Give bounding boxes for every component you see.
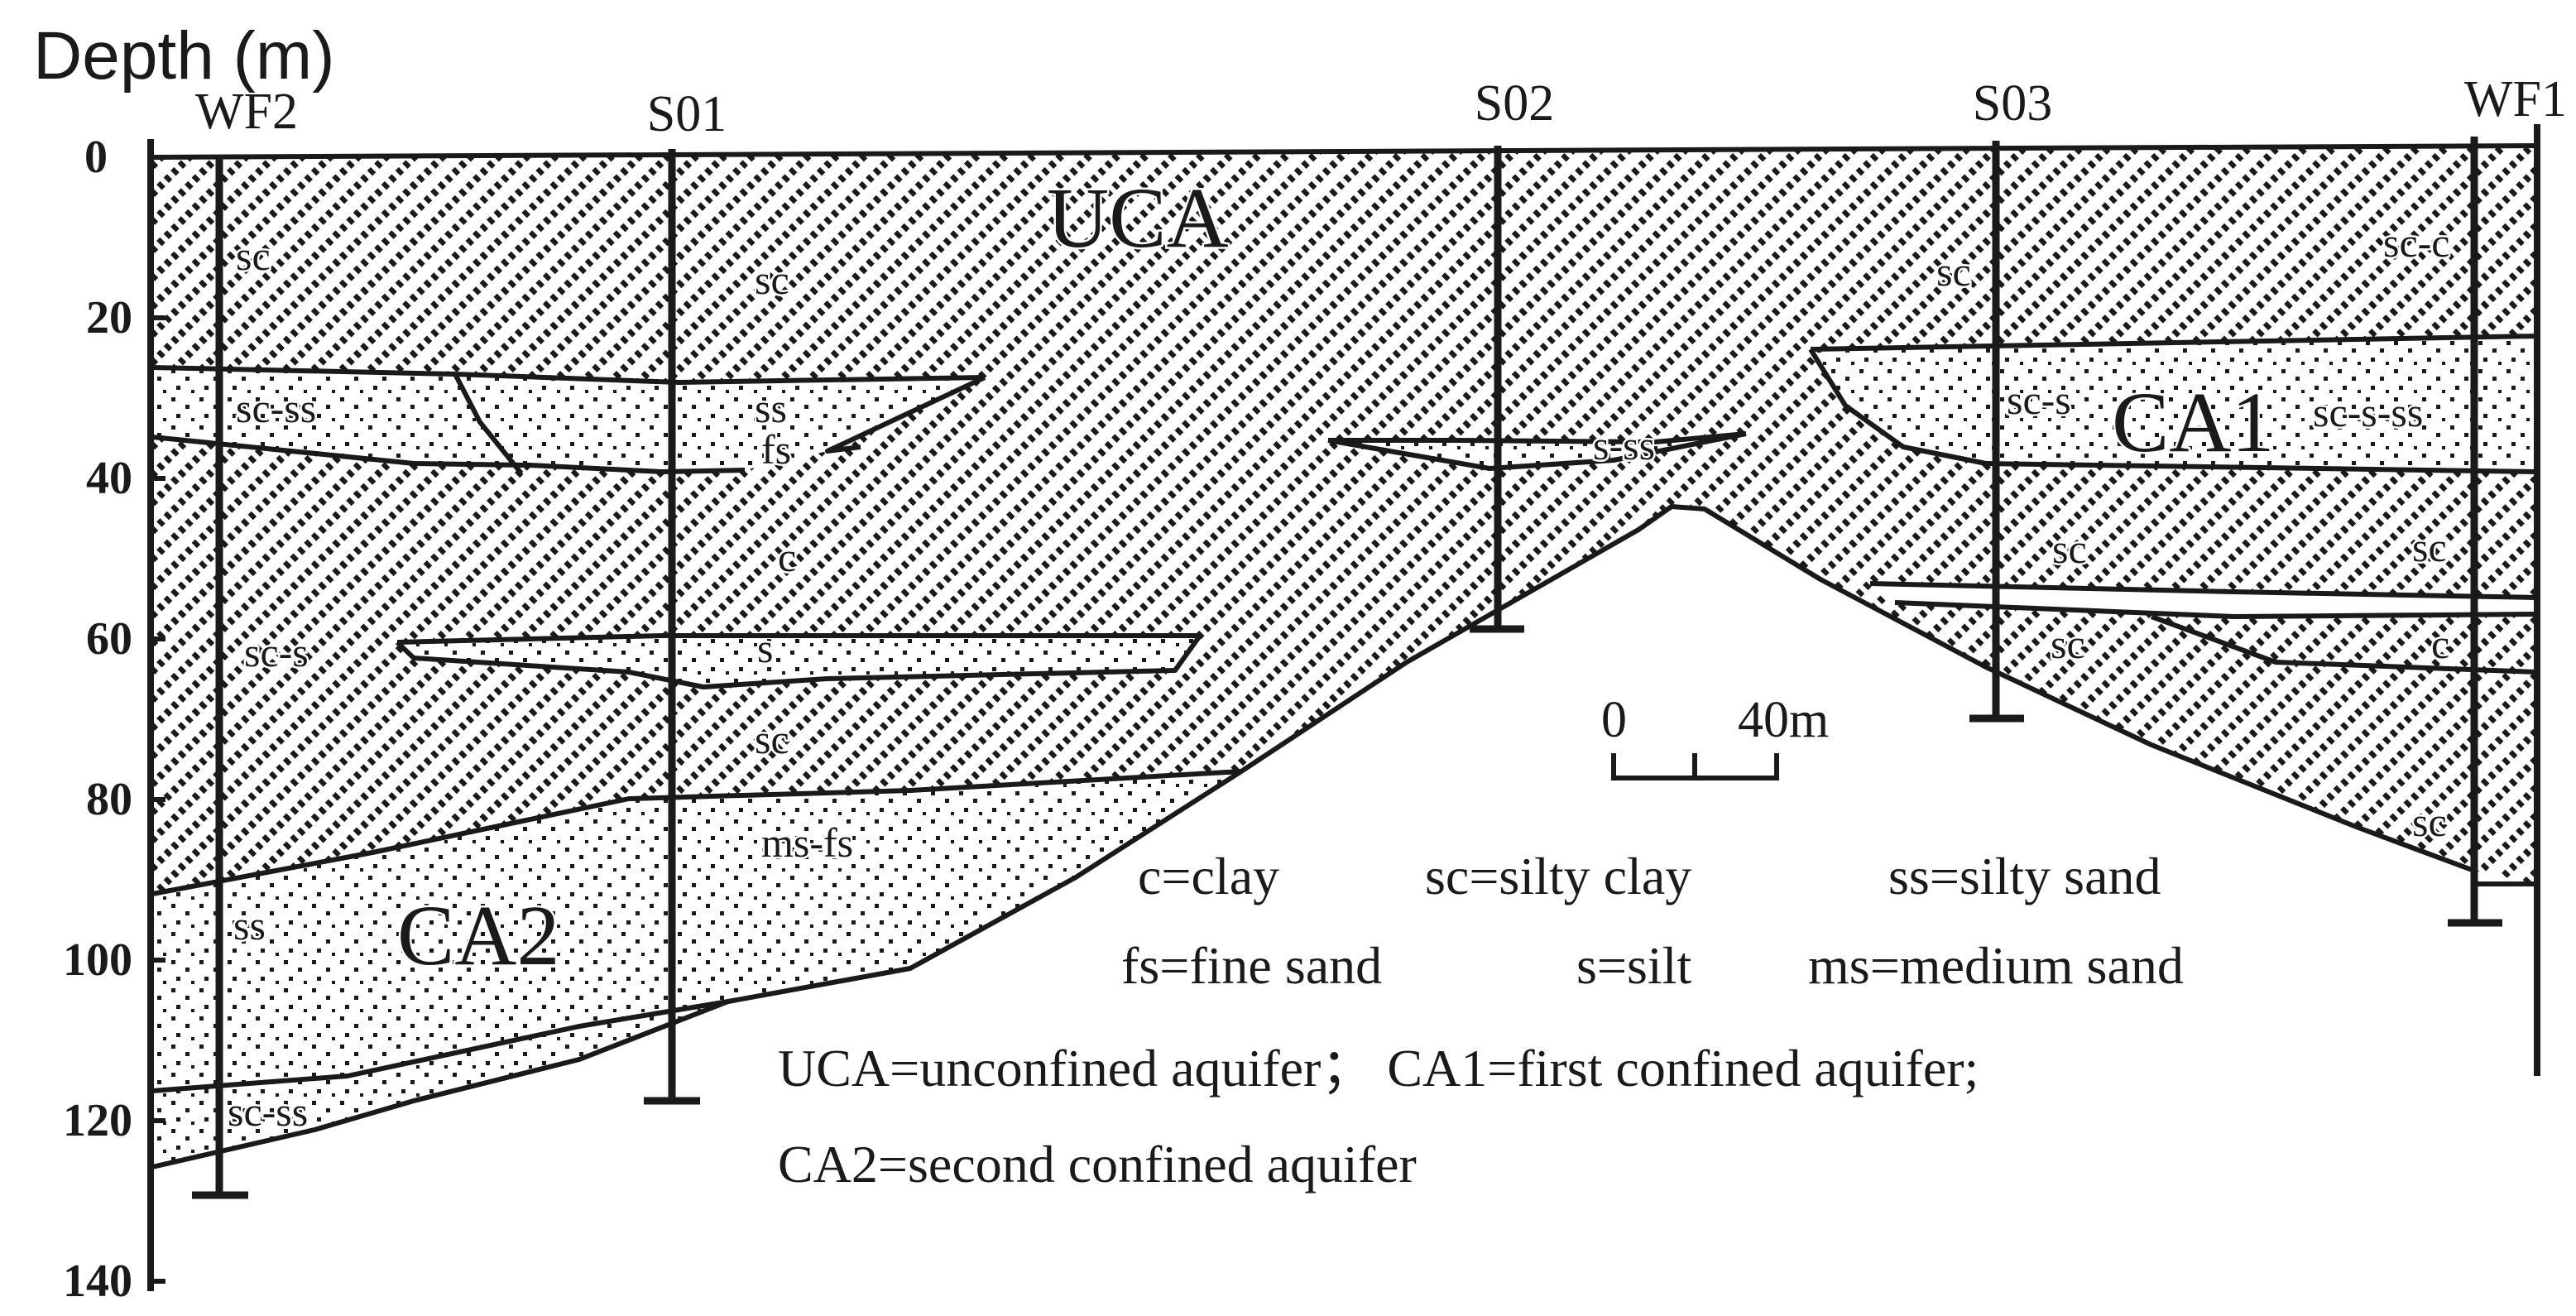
wf2-lens-inner-line	[453, 372, 524, 475]
legend-line: UCA=unconfined aquifer； CA1=first confin…	[778, 1039, 1979, 1097]
lith-label: s	[757, 625, 773, 671]
lith-label: c	[2431, 621, 2449, 667]
lower-silt-top-line	[1869, 581, 2538, 600]
tick-label: 60	[86, 613, 132, 665]
lith-label: ss	[233, 902, 266, 949]
lith-label: sc-c	[2383, 219, 2450, 266]
clay-base-line	[151, 504, 2476, 1170]
tick-label: 120	[63, 1095, 132, 1146]
silt-lens-base-line	[395, 634, 1202, 689]
axis-title: Depth (m)	[33, 18, 335, 94]
s02-lens-line-top	[1328, 431, 1747, 444]
scale-bar: 0 40m	[1601, 692, 1829, 780]
ca1-base-line	[1808, 348, 2538, 474]
lithology-labels: sc sc sc sc-c sc-ss ss fs s-ss sc-s sc-s…	[226, 218, 2453, 1137]
lith-label: sc-ss	[236, 385, 316, 431]
wf2-lens-top-line	[151, 365, 986, 385]
tick-label: 0	[84, 132, 108, 183]
silt-lens-top-line	[396, 633, 1200, 645]
clay-body-fill	[152, 146, 2537, 894]
lith-label: sc	[2412, 524, 2447, 570]
tick-label: 40	[86, 453, 132, 504]
lith-label: fs	[761, 426, 791, 473]
scale-bar-line	[1611, 753, 1779, 780]
ca1-top-line	[1810, 334, 2538, 352]
well-label-wf2: WF2	[195, 84, 298, 140]
unit-label-ca2: CA2	[397, 888, 559, 983]
lith-label: sc	[236, 233, 271, 279]
ground-surface-line	[151, 143, 2538, 160]
lower-clay-base-line	[2150, 614, 2538, 675]
lith-label: s-ss	[1593, 422, 1655, 468]
lith-label: ms-fs	[761, 819, 853, 866]
tick-label: 20	[86, 292, 132, 343]
wf2-lens-taper-line	[825, 375, 986, 454]
legend-item: s=silt	[1576, 936, 1691, 995]
lith-label: sc	[755, 716, 789, 762]
legend-item: c=clay	[1138, 847, 1279, 905]
unit-labels: UCA CA1 CA2	[396, 169, 2276, 986]
tick-label: 140	[63, 1256, 132, 1307]
lith-label: sc-s	[2007, 377, 2071, 423]
base-sand-wedge-fill	[152, 1001, 728, 1167]
lith-label: sc	[2052, 526, 2087, 572]
well-label-s01: S01	[647, 86, 727, 142]
lith-label: sc-s	[244, 629, 309, 675]
well-labels: WF2 S01 S02 S03 WF1	[195, 71, 2567, 142]
wf2-base-sand-top-line	[151, 999, 729, 1093]
legend-item: ms=medium sand	[1808, 936, 2184, 995]
legend-item: ss=silty sand	[1888, 847, 2161, 905]
scale-bar-start: 0	[1601, 692, 1627, 748]
depth-ticks	[151, 155, 165, 1284]
lower-silt-base-line	[1894, 600, 2538, 619]
legend-line: CA2=second confined aquifer	[778, 1135, 1417, 1194]
lith-label: sc-ss	[228, 1088, 308, 1135]
lith-label: c	[778, 534, 796, 580]
layer-boundaries	[151, 143, 2538, 1170]
lith-label: sc-s-ss	[2313, 389, 2423, 435]
unit-label-uca: UCA	[1047, 171, 1229, 266]
wf2-lens-base-line	[151, 435, 746, 474]
well-label-wf1: WF1	[2464, 71, 2567, 127]
wells	[192, 137, 2502, 1199]
well-label-s03: S03	[1973, 75, 2052, 132]
lith-label: ss	[755, 385, 787, 431]
lith-label: sc	[1936, 248, 1971, 295]
tick-label: 80	[86, 774, 132, 825]
legend: c=clay sc=silty clay ss=silty sand fs=fi…	[778, 847, 2184, 1194]
lith-label: sc	[2412, 799, 2447, 845]
lith-label: sc	[755, 257, 789, 303]
s02-lens-line-base	[1327, 431, 1747, 471]
legend-item: fs=fine sand	[1121, 936, 1382, 995]
lith-label: sc	[2051, 621, 2085, 667]
legend-item: sc=silty clay	[1425, 847, 1691, 905]
wf2-lens-dots	[152, 367, 985, 472]
well-label-s02: S02	[1475, 75, 1554, 132]
scale-bar-end: 40m	[1738, 692, 1829, 748]
unit-label-ca1: CA1	[2112, 375, 2274, 470]
tick-label: 100	[63, 934, 132, 986]
ca2-top-line	[151, 769, 1242, 896]
depth-tick-labels: 0 20 40 60 80 100 120 140	[63, 132, 132, 1307]
